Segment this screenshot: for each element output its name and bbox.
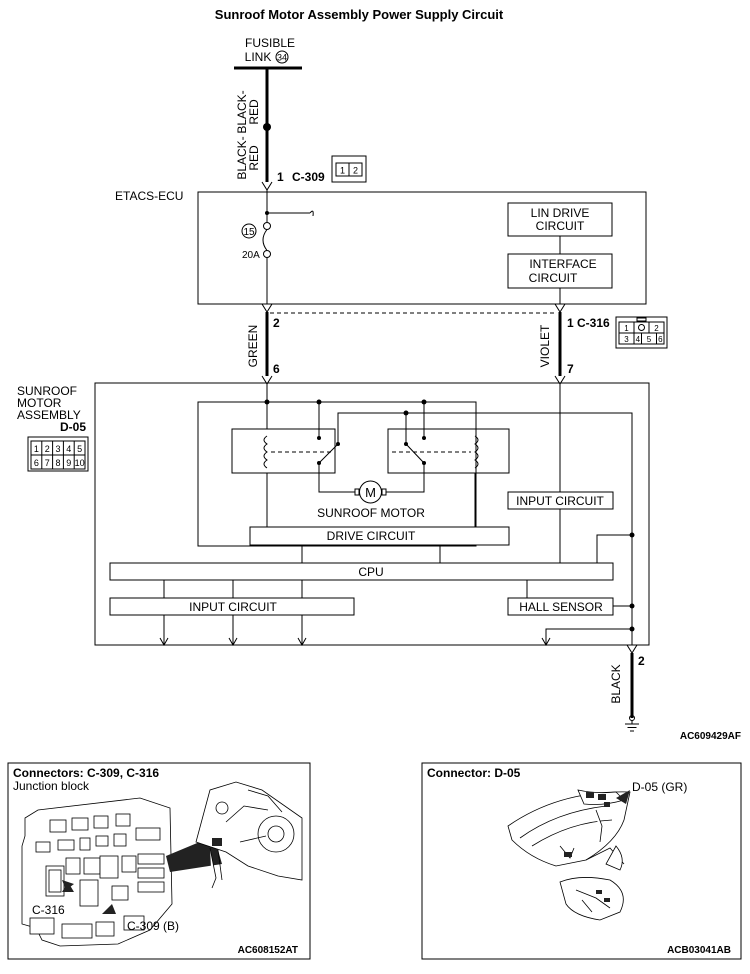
c309-pin: 1 [277, 170, 284, 184]
black-red-label-1a: BLACK- [235, 90, 249, 133]
d05-pin-6: 6 [34, 458, 39, 468]
d05-pin-violet: 7 [567, 362, 574, 376]
d05-pin-9: 9 [66, 458, 71, 468]
diagram-title: Sunroof Motor Assembly Power Supply Circ… [215, 7, 504, 22]
d05-pin-4: 4 [66, 444, 71, 454]
c316-pin-2: 2 [654, 324, 659, 333]
sunroof-assembly-label-2: MOTOR [17, 396, 62, 410]
c316-pin-green: 2 [273, 316, 280, 330]
d05-name: D-05 [60, 420, 86, 434]
relay-contact-left [318, 443, 339, 464]
d05-connector-icon [27, 436, 89, 472]
sunroof-motor-symbol [359, 480, 382, 504]
junction-block-illustration [21, 797, 173, 947]
black-wire-label: BLACK [609, 664, 623, 703]
relay-contact-right [405, 443, 425, 464]
right-connector-panel: Connector: D-05 D-05 (GR) ACB03041AB [421, 762, 742, 960]
fuse-terminal-top [263, 222, 271, 230]
c309-name: C-309 [292, 170, 325, 184]
sunroof-assembly-label-3: ASSEMBLY [17, 408, 81, 422]
d05-pin-10: 10 [75, 458, 85, 468]
input-circuit-left-box [109, 597, 355, 616]
green-wire-label: GREEN [246, 325, 260, 368]
fusible-link-number-circle [275, 50, 289, 64]
fuse-element [262, 229, 268, 251]
figure-code-left: AC608152AT [238, 945, 298, 956]
c316-pin-6: 6 [658, 335, 663, 344]
d05-pin-2: 2 [45, 444, 50, 454]
connector-d05: 1 2 3 4 5 6 7 8 9 10 [27, 436, 89, 472]
cpu-box [109, 562, 614, 581]
violet-wire-label: VIOLET [538, 324, 552, 367]
c316-pin-5: 5 [647, 335, 652, 344]
fuse-number-circle [241, 223, 257, 239]
fuse-terminal-bottom [263, 250, 271, 258]
right-panel-title: Connector: D-05 [427, 766, 521, 780]
roof-illustration [507, 789, 631, 921]
fusible-link: FUSIBLE LINK 34 [234, 36, 302, 70]
fuse-number: 15 [243, 227, 255, 238]
d05-pin-black: 2 [638, 654, 645, 668]
lin-drive-label-2: CIRCUIT [536, 219, 585, 233]
c316-name: C-316 [577, 316, 610, 330]
etacs-ecu-label: ETACS-ECU [115, 189, 183, 203]
left-panel-frame [7, 762, 311, 960]
d05-pin-5: 5 [77, 444, 82, 454]
d05-pin-8: 8 [55, 458, 60, 468]
figure-code-right: ACB03041AB [667, 945, 731, 956]
fusible-link-label-line2: LINK [245, 50, 272, 64]
splice-point [263, 123, 271, 131]
cpu-label: CPU [358, 565, 383, 579]
relay-right-box [387, 428, 510, 474]
c309-pin-1: 1 [340, 166, 345, 176]
drive-circuit-label: DRIVE CIRCUIT [327, 529, 416, 543]
c316-pin-1: 1 [624, 324, 629, 333]
right-panel-frame [421, 762, 742, 960]
c316-pin-violet: 1 [567, 316, 574, 330]
d05-pin-green: 6 [273, 362, 280, 376]
sunroof-motor-label: SUNROOF MOTOR [317, 506, 425, 520]
black-red-label-2a: BLACK- [235, 136, 249, 179]
relay-coil-right [474, 435, 479, 469]
fuse-rating: 20A [242, 250, 260, 261]
c309-connector-mark [261, 181, 273, 191]
interface-label-2: CIRCUIT [529, 271, 578, 285]
left-panel-subtitle: Junction block [13, 779, 90, 793]
motor-symbol-letter: M [365, 485, 376, 500]
input-circuit-left-label: INPUT CIRCUIT [189, 600, 277, 614]
ground-symbol [625, 720, 639, 732]
connector-c309: 1 C-309 1 2 [277, 155, 367, 184]
dashboard-illustration [195, 781, 303, 889]
hall-sensor-label: HALL SENSOR [519, 600, 603, 614]
lin-drive-label-1: LIN DRIVE [531, 206, 590, 220]
black-red-label-1b: RED [247, 99, 261, 125]
relay-left-box [231, 428, 336, 474]
callout-c309: C-309 (B) [127, 919, 179, 933]
ground-arrows [159, 606, 635, 647]
left-panel-title: Connectors: C-309, C-316 [13, 766, 159, 780]
fusible-link-number: 34 [277, 53, 287, 63]
c316-pin-4: 4 [636, 335, 641, 344]
etacs-ecu-box [197, 191, 647, 305]
d05-pin-7: 7 [45, 458, 50, 468]
interface-label-1: INTERFACE [529, 257, 596, 271]
power-bus [197, 401, 477, 547]
input-circuit-right-label: INPUT CIRCUIT [516, 494, 604, 508]
c316-pin-3: 3 [624, 335, 629, 344]
d05-pin-1: 1 [34, 444, 39, 454]
c309-pin-2: 2 [353, 166, 358, 176]
relay-coil-left [263, 435, 268, 469]
drive-circuit-box [249, 526, 510, 546]
sunroof-assembly-box [94, 382, 650, 646]
sunroof-assembly-label-1: SUNROOF [17, 384, 77, 398]
d05-pin-3: 3 [55, 444, 60, 454]
callout-d05: D-05 (GR) [632, 780, 687, 794]
black-red-label-2b: RED [247, 145, 261, 171]
figure-code-main: AC609429AF [680, 731, 741, 742]
left-connector-panel: Connectors: C-309, C-316 Junction block [7, 762, 311, 960]
connector-c316: 1 2 3 4 5 6 [615, 316, 668, 349]
callout-c316: C-316 [32, 903, 65, 917]
fusible-link-label-line1: FUSIBLE [245, 36, 295, 50]
